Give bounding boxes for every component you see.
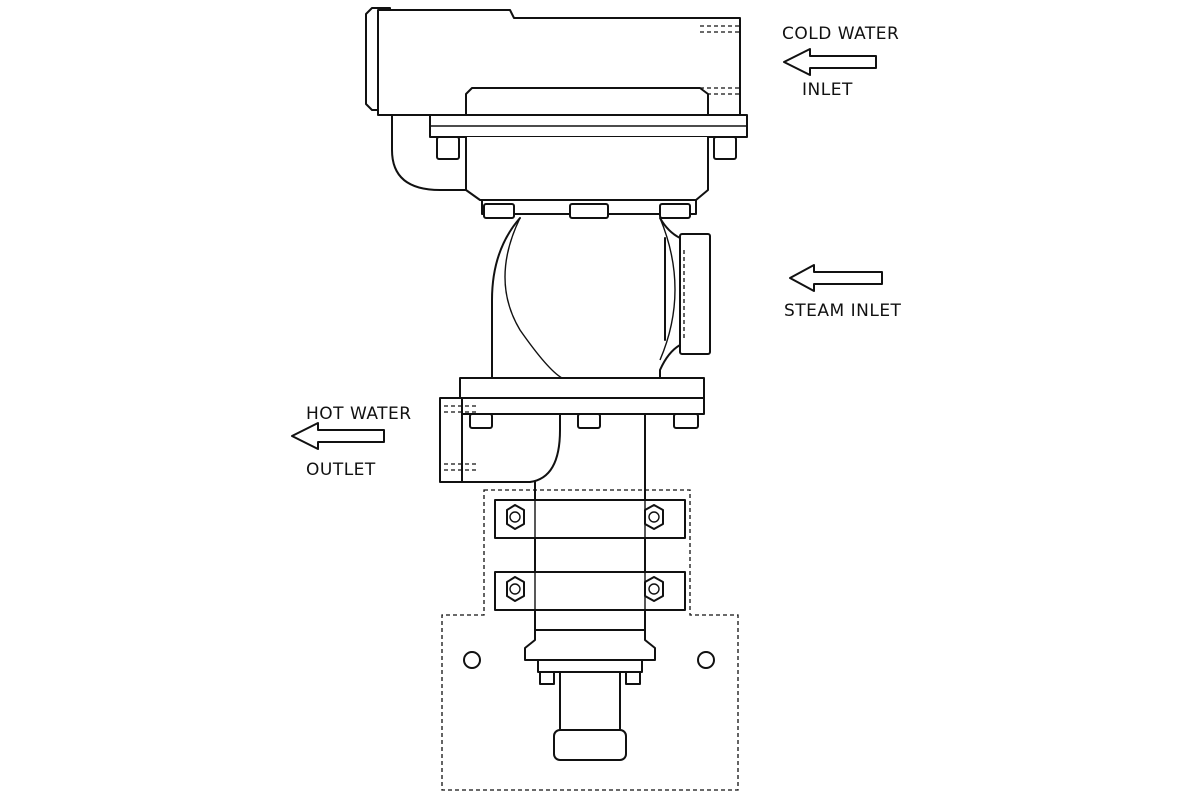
mixing-chamber: [491, 217, 711, 379]
cold-water-inlet-callout: COLD WATER INLET: [782, 24, 899, 100]
upper-flange: [429, 114, 748, 219]
hex-nut-icon: [644, 576, 664, 602]
hex-nut-icon: [506, 576, 525, 602]
mounting-hole-icon: [697, 651, 715, 669]
cold-water-label-line1: COLD WATER: [782, 24, 899, 44]
hot-water-outlet: [439, 397, 561, 483]
mounting-hole-icon: [463, 651, 481, 669]
hot-water-label-line2: OUTLET: [306, 460, 376, 480]
bottom-fitting: [524, 629, 656, 761]
hex-nut-icon: [506, 504, 525, 530]
steam-label: STEAM INLET: [784, 301, 902, 321]
hot-water-label-line1: HOT WATER: [306, 404, 412, 424]
arrow-left-icon: [291, 422, 385, 450]
cold-water-label-line2: INLET: [802, 80, 853, 100]
arrow-left-icon: [789, 264, 883, 292]
top-inlet-body: [365, 7, 741, 191]
steam-inlet-callout: STEAM INLET: [784, 264, 902, 321]
hot-water-outlet-callout: HOT WATER OUTLET: [291, 404, 412, 480]
hex-nut-icon: [644, 504, 664, 530]
lower-flange: [459, 377, 705, 429]
arrow-left-icon: [783, 48, 877, 76]
mounting-enclosure: [441, 489, 739, 791]
